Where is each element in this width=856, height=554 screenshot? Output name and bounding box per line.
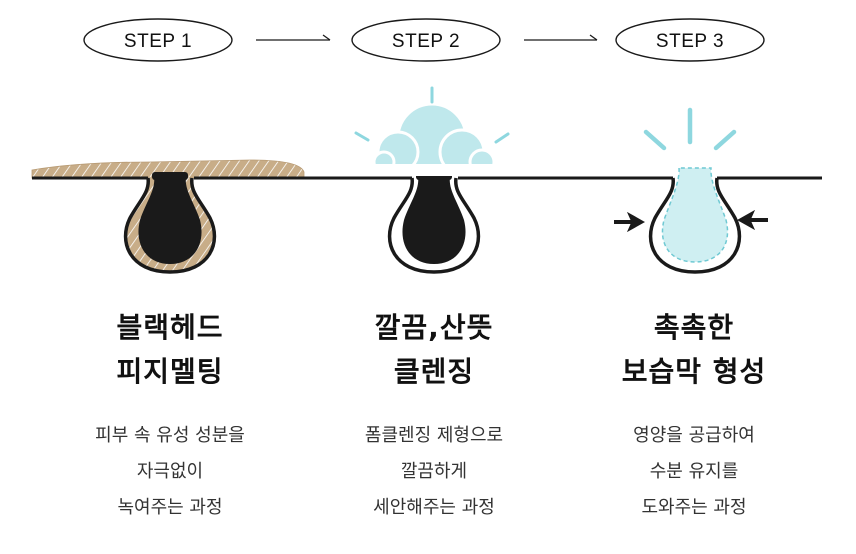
step-2-desc-line-3: 세안해주는 과정 <box>373 497 495 518</box>
step-3-title-line-2: 보습막 형성 <box>621 355 767 388</box>
arrow-right-icon <box>256 34 331 41</box>
step-3-desc-line-3: 도와주는 과정 <box>641 497 747 518</box>
moisture-ray-icon <box>643 107 737 151</box>
step-2-label: STEP 2 <box>391 31 461 52</box>
step-1-label: STEP 1 <box>123 31 193 52</box>
step-3-desc-line-1: 영양을 공급하여 <box>633 425 755 446</box>
step-1-desc-line-2: 자극없이 <box>136 461 204 482</box>
step-2-title-line-2: 클렌징 <box>393 355 475 388</box>
pore-icon <box>123 172 217 274</box>
step-1-description: 피부 속 유성 성분을 자극없이 녹여주는 과정 <box>30 418 310 526</box>
foam-ray-icon <box>354 86 510 144</box>
step-3-title: 촉촉한 보습막 형성 <box>554 306 834 394</box>
step-1-desc-line-1: 피부 속 유성 성분을 <box>95 425 245 446</box>
press-arrow-icon <box>614 211 646 233</box>
step-2-desc-line-1: 폼클렌징 제형으로 <box>364 425 504 446</box>
step-2-desc-line-2: 깔끔하게 <box>400 461 468 482</box>
step-2-title: 깔끔,산뜻 클렌징 <box>294 306 574 394</box>
step-1-title-line-1: 블랙헤드 <box>116 311 224 344</box>
step-3-label: STEP 3 <box>655 31 725 52</box>
step-2-title-line-1: 깔끔,산뜻 <box>374 311 494 344</box>
press-arrow-icon <box>736 209 768 231</box>
step-1-title-line-2: 피지멜팅 <box>116 355 224 388</box>
step-1-desc-line-3: 녹여주는 과정 <box>117 497 223 518</box>
oil-layer <box>31 159 305 179</box>
step-2-description: 폼클렌징 제형으로 깔끔하게 세안해주는 과정 <box>294 418 574 526</box>
step-3-title-line-1: 촉촉한 <box>653 311 735 344</box>
step-1-oval <box>83 18 233 62</box>
arrow-right-icon <box>524 34 598 41</box>
pore-icon <box>648 167 742 274</box>
step-3-oval <box>615 18 765 62</box>
pore-icon <box>387 172 481 274</box>
step-1-title: 블랙헤드 피지멜팅 <box>30 306 310 394</box>
step-3-description: 영양을 공급하여 수분 유지를 도와주는 과정 <box>554 418 834 526</box>
step-3-desc-line-2: 수분 유지를 <box>649 461 739 482</box>
step-2-oval <box>351 18 501 62</box>
foam-bubble-icon <box>372 102 496 176</box>
